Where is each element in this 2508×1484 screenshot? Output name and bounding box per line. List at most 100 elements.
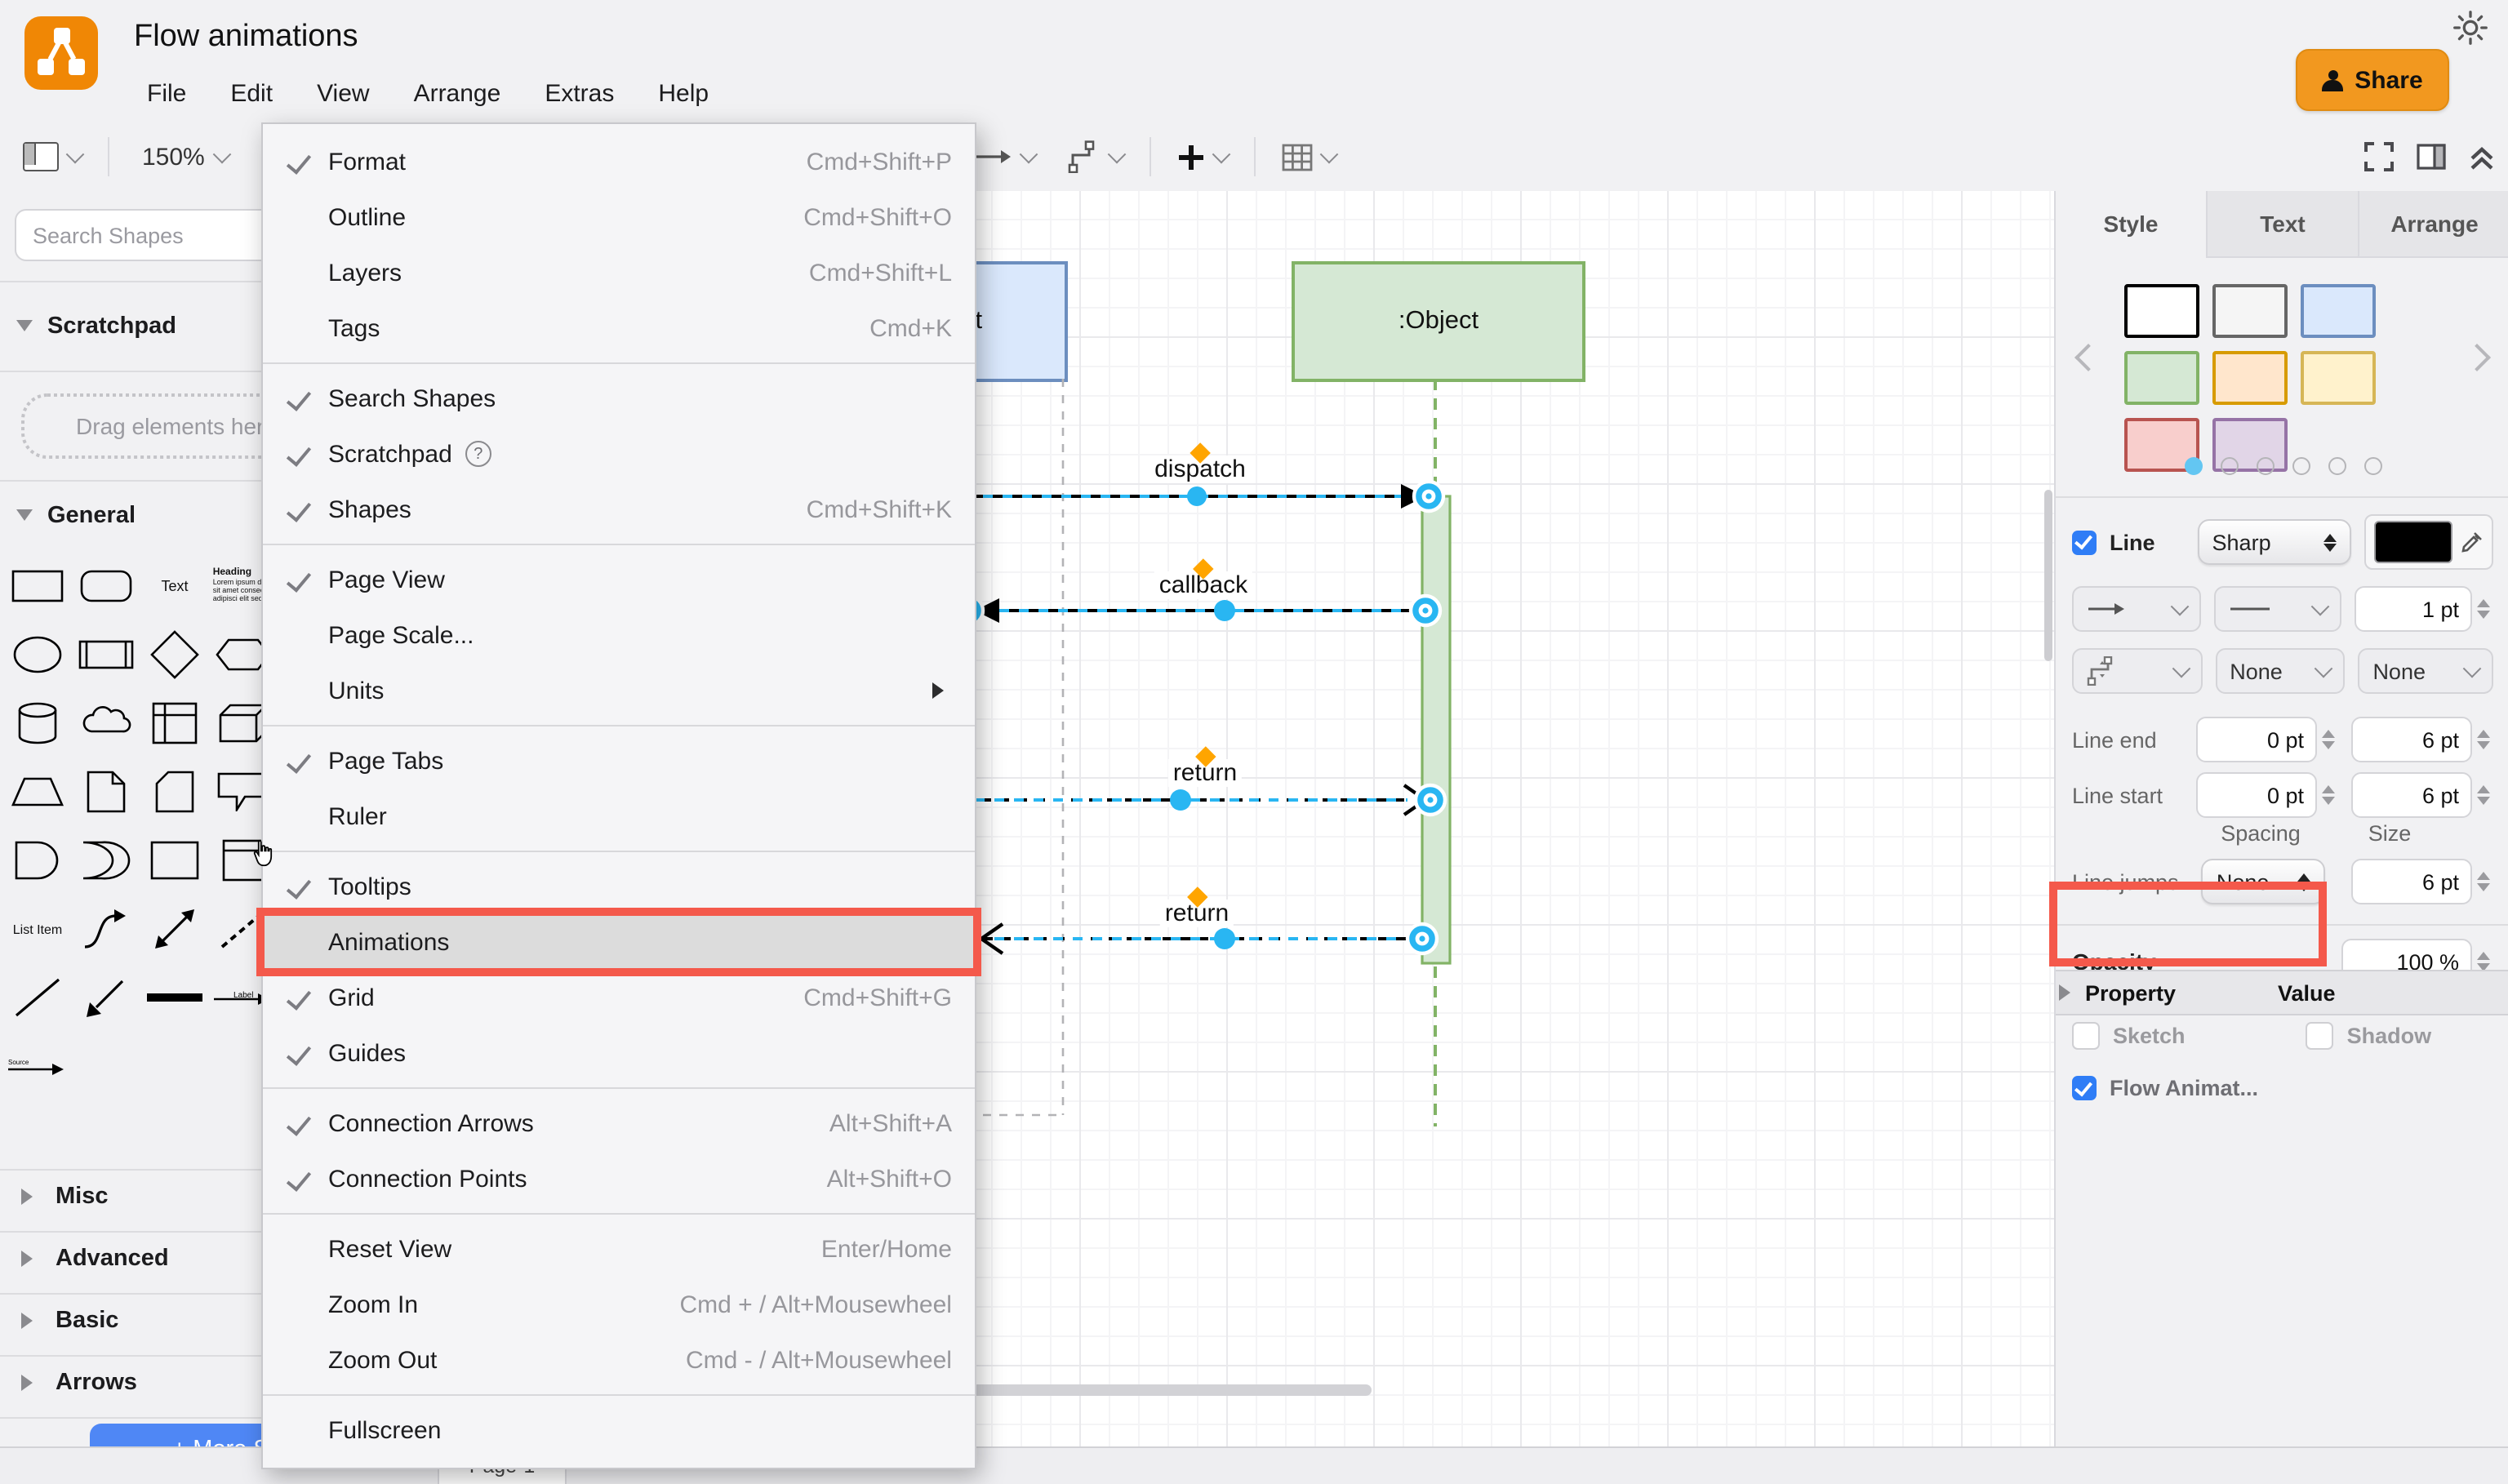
midpoint-handle[interactable] (1187, 487, 1207, 506)
shape-hexagon[interactable] (209, 620, 278, 689)
shape-curve[interactable] (72, 895, 140, 963)
edge-callback[interactable] (975, 598, 1421, 623)
shape-target-arrow[interactable]: Source (3, 1032, 72, 1100)
connector-none-select-2[interactable]: None (2358, 648, 2493, 694)
property-value-header[interactable]: Property Value (2056, 970, 2508, 1015)
shape-directional-arrow[interactable] (72, 963, 140, 1032)
waypoint-style-button[interactable] (1069, 140, 1127, 173)
format-tab[interactable]: Arrange (2358, 191, 2508, 258)
table-button[interactable] (1283, 143, 1340, 171)
view-menu-item[interactable]: Shapes ? Cmd+Shift+K (263, 482, 975, 537)
stepper-icon[interactable] (2472, 774, 2493, 816)
shadow-checkbox[interactable] (2306, 1022, 2334, 1050)
shape-note[interactable] (72, 758, 140, 826)
share-button[interactable]: Share (2296, 49, 2449, 111)
line-checkbox[interactable] (2072, 530, 2097, 554)
shape-list-item[interactable]: List Item (12, 922, 63, 936)
view-menu-item[interactable]: Page Tabs ? (263, 733, 975, 789)
view-menu-item[interactable]: Zoom In ? Cmd + / Alt+Mousewheel (328, 1291, 952, 1318)
line-end-size-input[interactable]: 6 pt (2351, 717, 2472, 762)
edge-return-2[interactable] (980, 922, 1417, 955)
view-menu-item[interactable]: Tooltips ? (263, 859, 975, 914)
view-menu-item[interactable]: Guides ? (263, 1025, 975, 1081)
shape-link[interactable] (140, 963, 209, 1032)
shape-ellipse[interactable] (3, 620, 72, 689)
line-style-select[interactable]: Sharp (2197, 519, 2351, 565)
line-width-input[interactable]: 1 pt (2355, 586, 2472, 632)
view-menu-item[interactable]: Zoom Out ? Cmd - / Alt+Mousewheel (328, 1346, 952, 1374)
stepper-icon[interactable] (2317, 774, 2338, 816)
menubar-item[interactable]: Edit (230, 80, 273, 108)
shape-delay[interactable] (3, 826, 72, 895)
view-menu-item[interactable]: Ruler ? (328, 802, 387, 830)
flow-animation-checkbox[interactable] (2072, 1076, 2097, 1100)
connector-none-select-1[interactable]: None (2215, 648, 2346, 694)
menubar-item[interactable]: View (317, 80, 370, 108)
view-menu-item[interactable]: Units ? (263, 663, 975, 718)
edge-label-return-1[interactable]: return (1167, 746, 1243, 787)
view-menu-item[interactable]: ? (263, 362, 975, 364)
view-menu-item[interactable]: Page View ? (263, 552, 975, 607)
shape-container[interactable] (140, 826, 209, 895)
view-menu-item[interactable]: ? (263, 1213, 975, 1215)
view-menu-item[interactable]: Scratchpad ? (263, 426, 975, 482)
style-swatch[interactable] (2301, 351, 2376, 405)
style-swatch[interactable] (2212, 284, 2288, 338)
line-end-spacing-input[interactable]: 0 pt (2196, 717, 2317, 762)
shape-cylinder[interactable] (3, 689, 72, 758)
pagination-dot[interactable] (2363, 457, 2381, 475)
line-start-size-input[interactable]: 6 pt (2351, 772, 2472, 818)
format-panel-toggle-icon[interactable] (2417, 144, 2446, 170)
waypoints-select[interactable] (2072, 648, 2203, 694)
view-menu-item[interactable]: ? (263, 851, 975, 852)
view-menu-item[interactable]: ? (263, 725, 975, 726)
panel-layout-button[interactable] (23, 142, 85, 171)
view-menu-item[interactable]: Connection Points ? Alt+Shift+O (263, 1151, 975, 1206)
sidebar-section-arrows[interactable]: Arrows (0, 1370, 346, 1396)
presets-prev-icon[interactable] (2074, 344, 2102, 371)
edge-style-button[interactable] (971, 144, 1039, 167)
shape-trapezoid[interactable] (3, 758, 72, 826)
shape-diamond[interactable] (140, 620, 209, 689)
line-jumps-select[interactable]: None (2201, 859, 2325, 904)
midpoint-handle[interactable] (1214, 928, 1235, 949)
format-tab[interactable]: Style (2056, 191, 2206, 258)
vertical-scrollbar[interactable] (2044, 490, 2052, 661)
view-menu-item[interactable]: Page Scale... ? (328, 621, 474, 649)
edge-label-dispatch[interactable]: dispatch (1150, 442, 1251, 483)
stepper-icon[interactable] (2472, 940, 2493, 983)
view-menu-item[interactable]: ? (263, 1394, 975, 1396)
style-swatch[interactable] (2212, 351, 2288, 405)
view-menu-item[interactable]: ? (263, 1087, 975, 1089)
menubar-item[interactable]: Help (658, 80, 709, 108)
view-menu-item[interactable]: Layers ? Cmd+Shift+L (328, 259, 952, 287)
line-start-spacing-input[interactable]: 0 pt (2196, 772, 2317, 818)
edge-label-return-2[interactable]: return (1159, 886, 1234, 927)
midpoint-handle[interactable] (1214, 600, 1235, 621)
shape-or[interactable] (72, 826, 140, 895)
fullscreen-icon[interactable] (2364, 142, 2394, 171)
shape-dashed-line[interactable] (209, 895, 278, 963)
view-menu-item[interactable]: Tags ? Cmd+K (328, 314, 952, 342)
menubar-item[interactable]: File (147, 80, 187, 108)
line-width-stepper[interactable] (2472, 588, 2493, 630)
style-swatch[interactable] (2124, 284, 2199, 338)
sketch-checkbox[interactable] (2072, 1022, 2100, 1050)
shape-text[interactable]: Text (161, 578, 189, 594)
shape-line[interactable] (3, 963, 72, 1032)
format-tab[interactable]: Text (2206, 191, 2358, 258)
document-title[interactable]: Flow animations (134, 20, 358, 54)
menubar-item[interactable]: Arrange (413, 80, 501, 108)
view-menu-item[interactable]: Format ? Cmd+Shift+P (263, 134, 975, 189)
pagination-dot[interactable] (2184, 457, 2202, 475)
shape-card[interactable] (140, 758, 209, 826)
shape-cloud[interactable] (72, 689, 140, 758)
activation-bar[interactable] (1421, 495, 1452, 965)
pagination-dot[interactable] (2328, 457, 2346, 475)
insert-button[interactable] (1178, 143, 1232, 171)
presets-next-icon[interactable] (2463, 344, 2491, 371)
sidebar-section-misc[interactable]: Misc (0, 1184, 346, 1210)
eyedropper-icon[interactable] (2461, 531, 2484, 553)
edge-label-callback[interactable]: callback (1154, 558, 1253, 599)
